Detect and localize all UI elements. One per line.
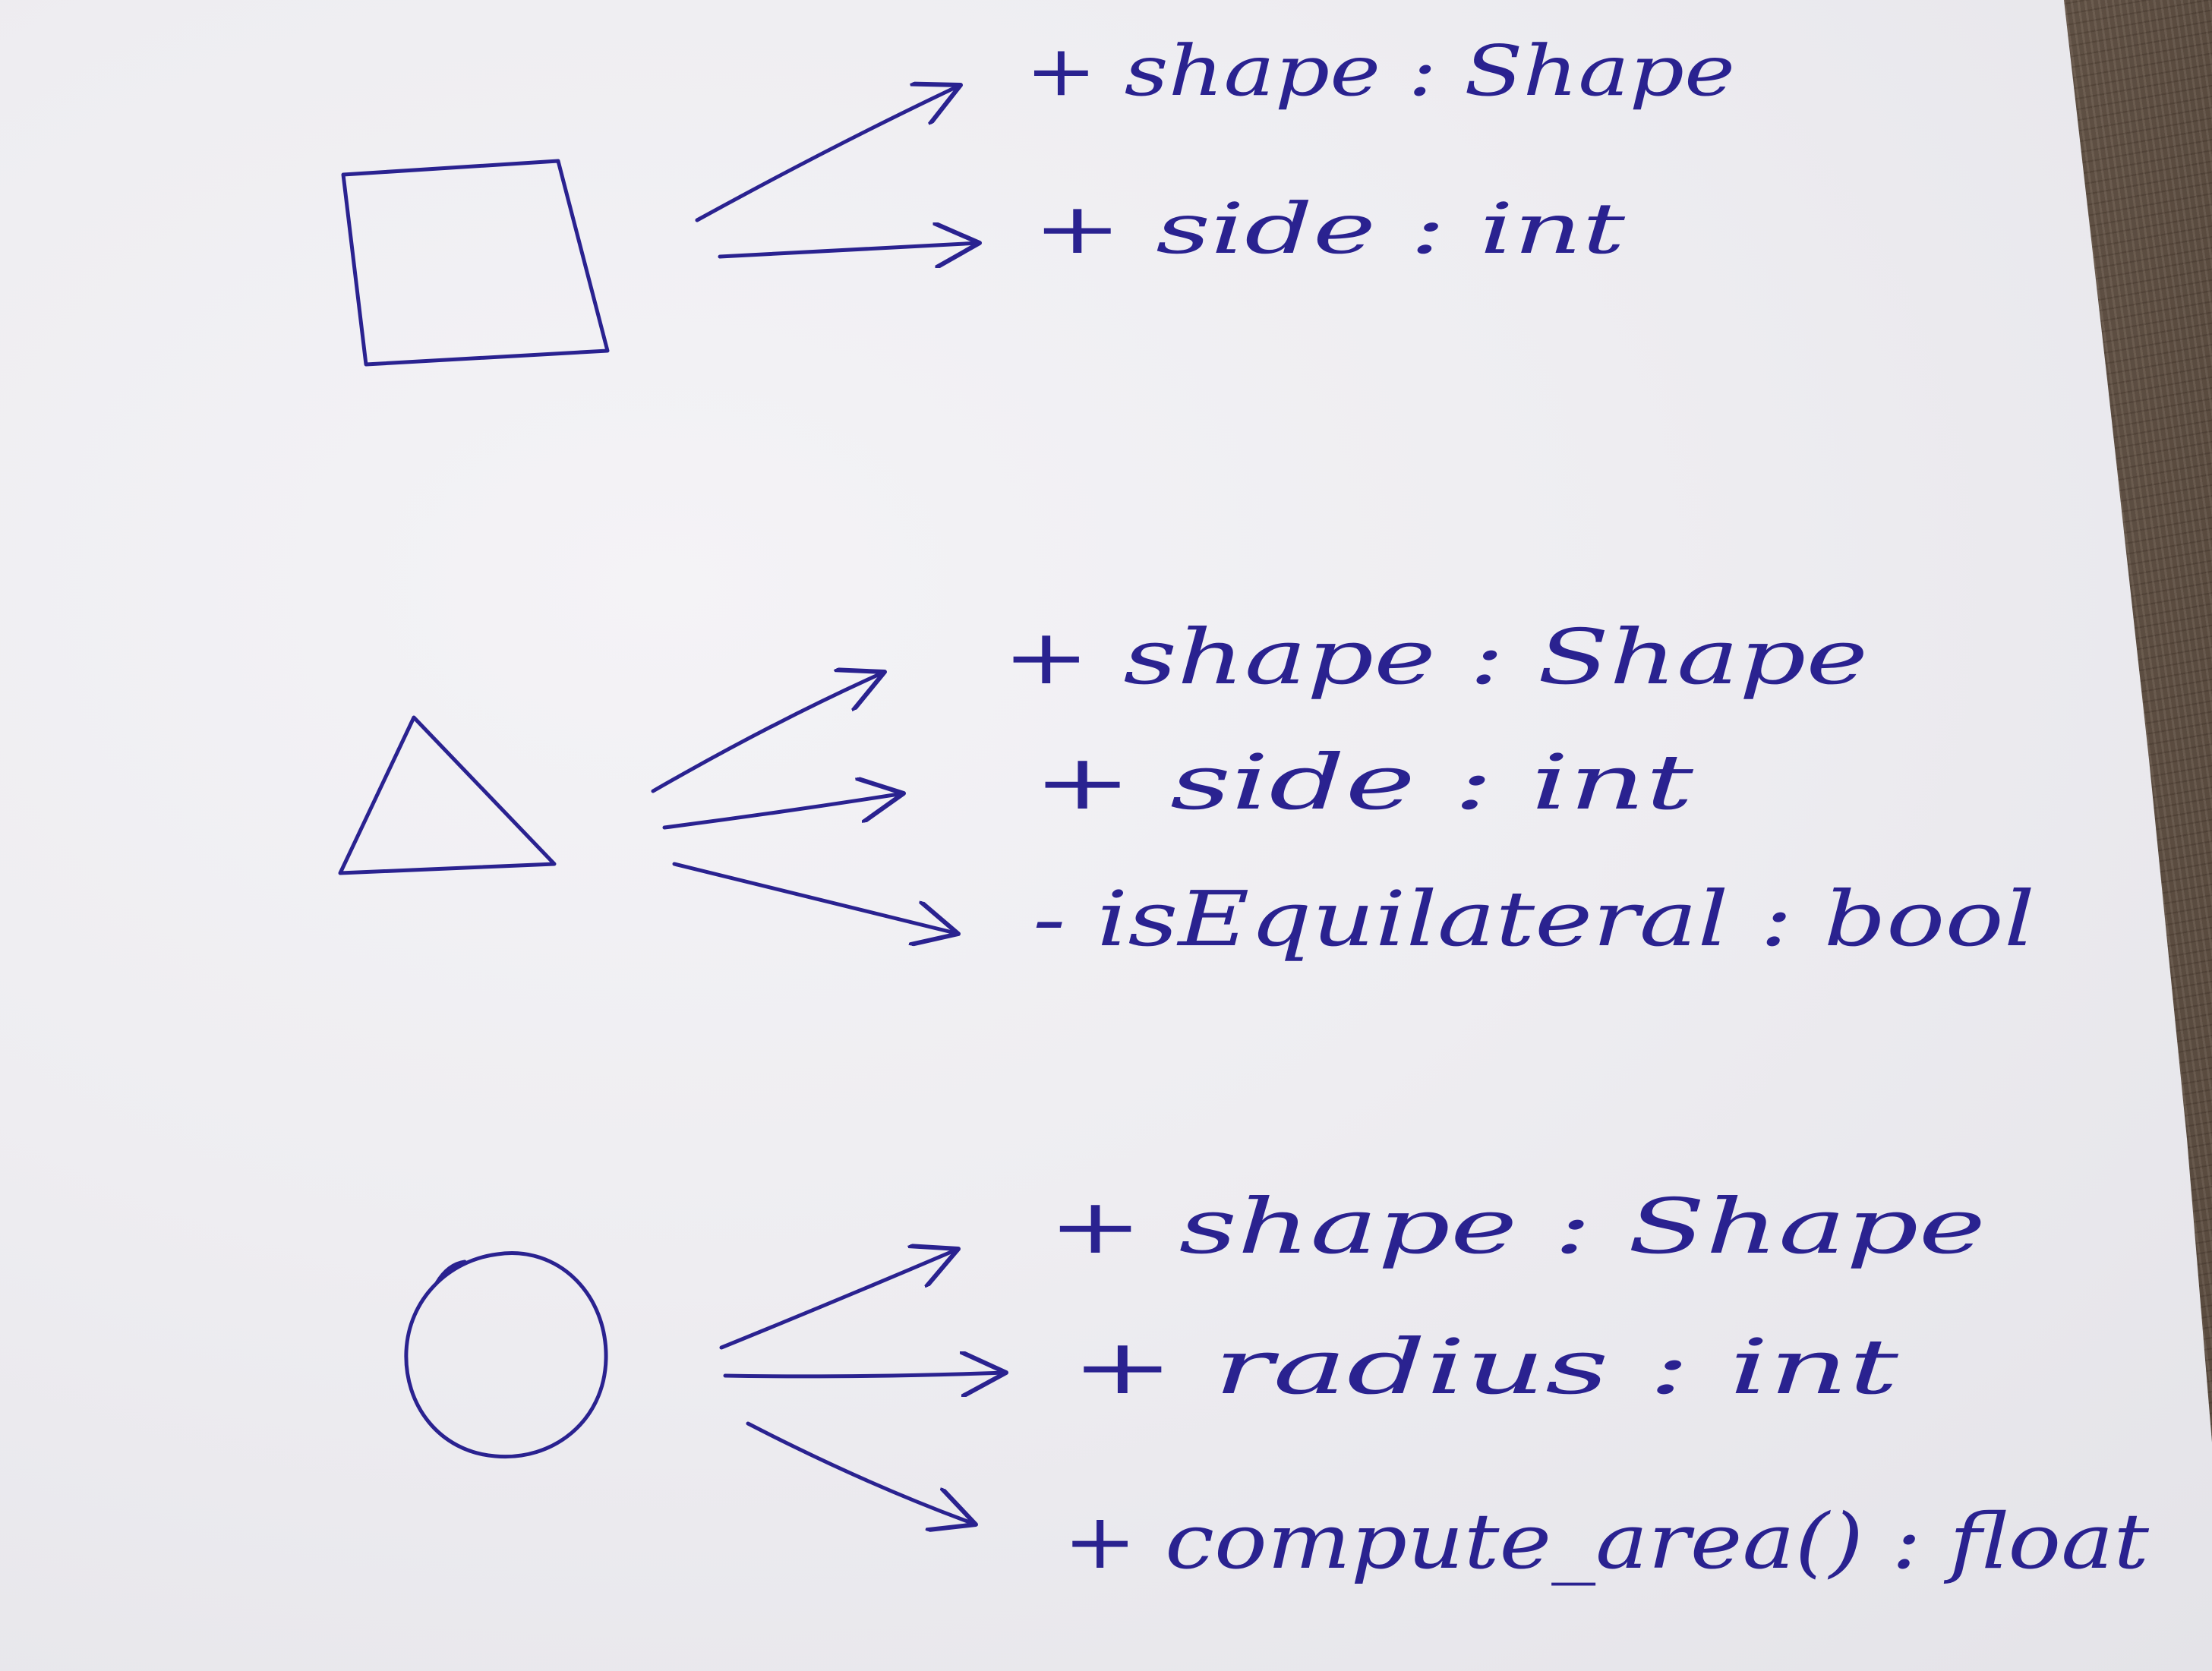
arrow-to-circle-shape-attr bbox=[719, 1249, 958, 1350]
triangle-shape-icon bbox=[338, 715, 557, 875]
circle-group: + shape : Shape + radius : int + compute… bbox=[404, 1182, 2150, 1586]
triangle-group: + shape : Shape + side : int - isEquilat… bbox=[338, 613, 2035, 963]
square-group: + shape : Shape + side : int bbox=[341, 30, 1735, 367]
arrow-to-circle-radius-attr bbox=[723, 1373, 1006, 1376]
triangle-attr-isequilateral: - isEquilateral : bool bbox=[1033, 875, 2035, 963]
circle-attr-compute-area: + compute_area() : float bbox=[1063, 1497, 2150, 1586]
circle-attr-radius: + radius : int bbox=[1071, 1323, 1899, 1411]
arrow-to-square-shape-attr bbox=[695, 85, 961, 222]
arrow-to-circle-compute-area-attr bbox=[746, 1421, 976, 1524]
square-attr-shape: + shape : Shape bbox=[1025, 30, 1735, 112]
square-attr-side: + side : int bbox=[1033, 188, 1627, 270]
triangle-attr-side: + side : int bbox=[1033, 738, 1694, 827]
arrow-to-triangle-isequilateral-attr bbox=[672, 862, 958, 934]
triangle-attr-shape: + shape : Shape bbox=[1002, 613, 1868, 702]
circle-shape-icon bbox=[404, 1251, 608, 1459]
circle-attr-shape: + shape : Shape bbox=[1048, 1182, 1986, 1271]
arrow-to-square-side-attr bbox=[718, 243, 980, 257]
arrow-to-triangle-side-attr bbox=[662, 793, 904, 830]
square-shape-icon bbox=[341, 159, 610, 367]
arrow-to-triangle-shape-attr bbox=[651, 672, 885, 793]
